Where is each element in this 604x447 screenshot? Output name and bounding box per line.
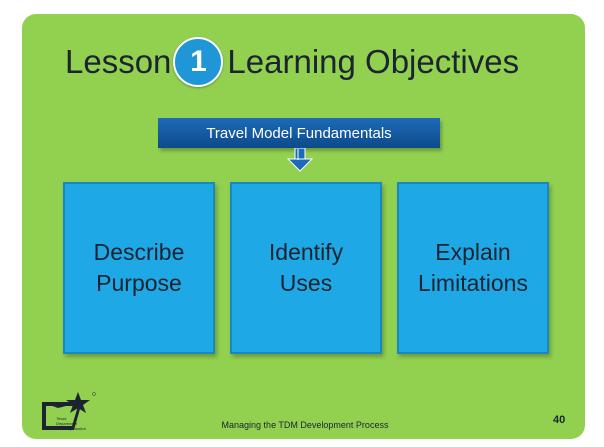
objective-line: Purpose bbox=[96, 270, 182, 296]
objective-line: Describe bbox=[93, 239, 185, 265]
objective-line: Explain bbox=[435, 239, 511, 265]
title-lesson-label: Lesson bbox=[65, 43, 172, 80]
footer-text: Managing the TDM Development Process bbox=[221, 420, 389, 430]
txdot-logo-text: Texas Department of Transportation bbox=[56, 416, 86, 431]
lesson-number-badge: 1 bbox=[173, 37, 224, 87]
subject-banner: Travel Model Fundamentals bbox=[158, 118, 440, 148]
page-number: 40 bbox=[553, 414, 566, 426]
slide-title: Lesson 1 Learning Objectives bbox=[65, 36, 519, 88]
objective-line: Limitations bbox=[418, 270, 528, 296]
objective-line: Identify bbox=[268, 239, 344, 265]
down-arrow-icon bbox=[286, 148, 314, 172]
objective-line: Uses bbox=[279, 270, 333, 296]
txdot-logo-icon bbox=[42, 392, 96, 430]
objective-box-explain: Explain Limitations bbox=[397, 182, 549, 354]
objective-box-describe: Describe Purpose bbox=[63, 182, 215, 354]
title-objectives-label: Learning Objectives bbox=[227, 43, 520, 80]
objective-box-identify: Identify Uses bbox=[230, 182, 382, 354]
